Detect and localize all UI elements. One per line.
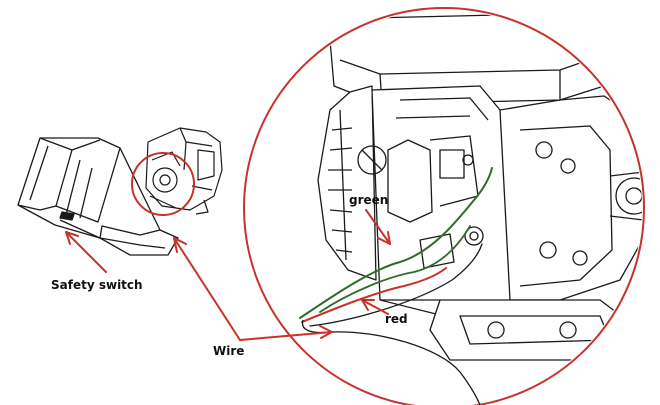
green-wire <box>299 167 493 319</box>
label-green-wire: green <box>349 193 389 207</box>
chute-cover <box>17 137 179 256</box>
wire-arrow-2 <box>239 331 333 341</box>
green-wire-2 <box>319 225 471 313</box>
green-arrow <box>365 209 391 245</box>
engine-detail <box>317 13 642 361</box>
engine-callout-circle <box>131 152 195 216</box>
label-wire: Wire <box>213 344 245 358</box>
red-wire <box>301 267 447 323</box>
label-safety-switch: Safety switch <box>51 278 143 292</box>
wires <box>299 167 493 327</box>
engine-small <box>145 127 223 215</box>
black-wire <box>309 243 483 327</box>
detail-callout-circle <box>243 7 645 405</box>
red-arrow <box>361 299 389 315</box>
label-red-wire: red <box>385 312 408 326</box>
wire-arrow <box>173 237 241 341</box>
wire-loop <box>301 319 481 405</box>
safety-switch-arrow <box>65 231 107 273</box>
callout-arrows <box>65 209 391 341</box>
